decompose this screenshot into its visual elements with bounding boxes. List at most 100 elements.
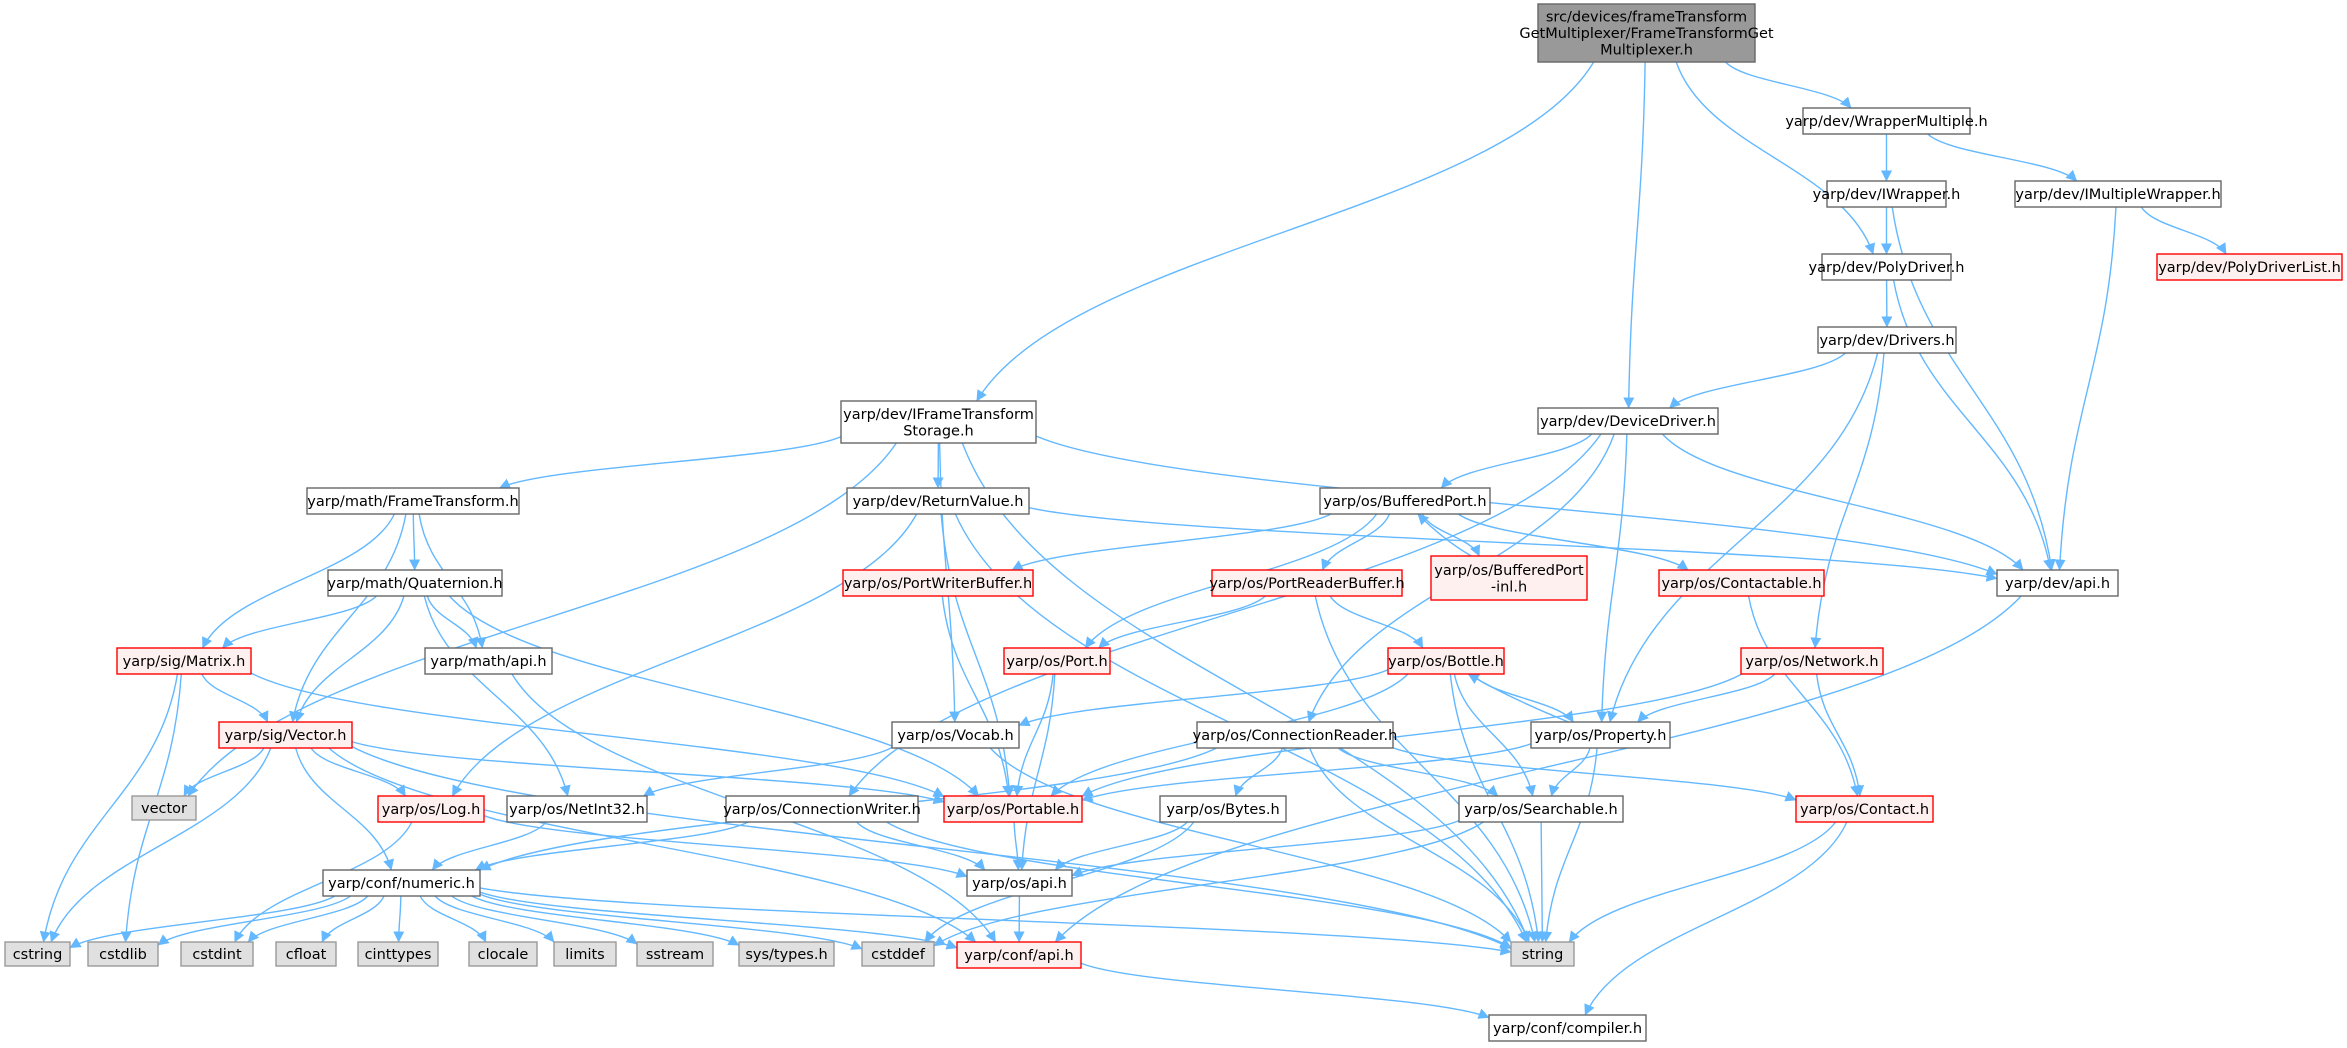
edge-imultiple_wrapper-to-polydriverlist — [2140, 206, 2227, 255]
node-compiler[interactable]: yarp/conf/compiler.h — [1488, 1014, 1647, 1042]
node-property[interactable]: yarp/os/Property.h — [1530, 721, 1671, 749]
node-box — [87, 941, 159, 967]
edge-network-to-contact — [1815, 673, 1865, 797]
node-box — [424, 647, 553, 675]
edge-frametransform-to-quaternion — [409, 513, 421, 571]
node-root[interactable]: src/devices/frameTransformGetMultiplexer… — [1519, 3, 1774, 63]
node-dev-api[interactable]: yarp/dev/api.h — [1996, 569, 2119, 597]
node-label: cfloat — [286, 947, 327, 963]
edge-numeric-to-cstddef — [479, 893, 863, 950]
node-portwriterbuffer[interactable]: yarp/os/PortWriterBuffer.h — [842, 569, 1034, 597]
node-box — [861, 941, 935, 967]
node-label: yarp/conf/compiler.h — [1493, 1021, 1642, 1037]
edge-searchable-to-os_api — [1071, 819, 1460, 877]
node-box — [636, 941, 714, 967]
node-searchable[interactable]: yarp/os/Searchable.h — [1458, 795, 1624, 823]
node-network[interactable]: yarp/os/Network.h — [1740, 647, 1884, 675]
node-polydriverlist[interactable]: yarp/dev/PolyDriverList.h — [2156, 253, 2343, 281]
node-box — [943, 795, 1083, 823]
node-quaternion[interactable]: yarp/math/Quaternion.h — [327, 569, 503, 597]
edge-vector_h-to-cstring — [49, 747, 272, 943]
node-box — [725, 795, 919, 823]
node-math-api[interactable]: yarp/math/api.h — [424, 647, 553, 675]
node-vector-h[interactable]: yarp/sig/Vector.h — [218, 721, 353, 749]
node-port[interactable]: yarp/os/Port.h — [1003, 647, 1111, 675]
edge-polydriver-to-dev_api — [1892, 279, 2055, 571]
node-portable[interactable]: yarp/os/Portable.h — [943, 795, 1083, 823]
node-box — [553, 941, 617, 967]
edge-vector_h-to-vector_std — [183, 747, 265, 797]
node-box — [1211, 569, 1403, 597]
node-iwrapper[interactable]: yarp/dev/IWrapper.h — [1813, 180, 1961, 208]
edge-wrapper_multiple-to-imultiple_wrapper — [1927, 133, 2078, 182]
node-label: yarp/os/Bytes.h — [1166, 802, 1279, 818]
node-bytes[interactable]: yarp/os/Bytes.h — [1159, 795, 1287, 823]
node-label: GetMultiplexer/FrameTransformGet — [1519, 26, 1774, 42]
node-label: yarp/os/Contact.h — [1800, 802, 1929, 818]
node-bottle[interactable]: yarp/os/Bottle.h — [1387, 647, 1505, 675]
node-log[interactable]: yarp/os/Log.h — [377, 795, 485, 823]
node-label: yarp/os/Portable.h — [947, 802, 1079, 818]
edge-connectionwriter-to-numeric — [474, 821, 749, 871]
edge-numeric-to-cstring — [69, 895, 336, 949]
edge-vector_h-to-numeric — [295, 747, 394, 871]
node-wrapper-multiple[interactable]: yarp/dev/WrapperMultiple.h — [1785, 107, 1988, 135]
node-contactable[interactable]: yarp/os/Contactable.h — [1658, 569, 1825, 597]
node-conf-api[interactable]: yarp/conf/api.h — [956, 941, 1082, 969]
edge-frametransform-to-vector_h — [289, 513, 407, 723]
node-devicedriver[interactable]: yarp/dev/DeviceDriver.h — [1537, 407, 1719, 435]
node-box — [1510, 941, 1575, 967]
edge-root-to-devicedriver — [1623, 61, 1646, 409]
node-box — [1387, 647, 1505, 675]
edge-returnvalue-to-portable — [940, 513, 1015, 797]
node-systypes: sys/types.h — [738, 941, 835, 967]
node-label: yarp/dev/IWrapper.h — [1813, 187, 1961, 203]
node-netint32[interactable]: yarp/os/NetInt32.h — [506, 795, 648, 823]
node-returnvalue[interactable]: yarp/dev/ReturnValue.h — [846, 487, 1030, 515]
node-label: yarp/math/Quaternion.h — [327, 576, 502, 592]
node-portreaderbuffer[interactable]: yarp/os/PortReaderBuffer.h — [1209, 569, 1405, 597]
edge-portreaderbuffer-to-bottle — [1329, 595, 1424, 649]
node-connectionreader[interactable]: yarp/os/ConnectionReader.h — [1193, 721, 1398, 749]
node-label: yarp/os/NetInt32.h — [509, 802, 645, 818]
edge-numeric-to-cinttypes — [393, 895, 405, 943]
edge-connectionreader-to-string — [1309, 747, 1531, 943]
edge-iframe_storage-to-dev_api — [1035, 435, 1998, 576]
node-label: clocale — [478, 947, 529, 963]
node-cinttypes: cinttypes — [357, 941, 439, 967]
node-polydriver[interactable]: yarp/dev/PolyDriver.h — [1809, 253, 1965, 281]
node-label: Storage.h — [903, 423, 974, 439]
node-box — [322, 869, 481, 897]
node-label: yarp/os/Searchable.h — [1464, 802, 1617, 818]
node-box — [377, 795, 485, 823]
node-connectionwriter[interactable]: yarp/os/ConnectionWriter.h — [723, 795, 921, 823]
node-vocab[interactable]: yarp/os/Vocab.h — [891, 721, 1020, 749]
node-imultiple-wrapper[interactable]: yarp/dev/IMultipleWrapper.h — [2014, 180, 2222, 208]
node-box — [275, 941, 337, 967]
node-box — [1658, 569, 1825, 597]
node-frametransform[interactable]: yarp/math/FrameTransform.h — [306, 487, 520, 515]
node-matrix[interactable]: yarp/sig/Matrix.h — [116, 647, 252, 675]
node-cstring: cstring — [4, 941, 71, 967]
edge-port-to-os_api — [1016, 673, 1056, 871]
edge-root-to-polydriver — [1675, 61, 1875, 255]
node-label: yarp/dev/PolyDriverList.h — [2158, 260, 2341, 276]
node-numeric[interactable]: yarp/conf/numeric.h — [322, 869, 481, 897]
node-os-api[interactable]: yarp/os/api.h — [966, 869, 1073, 897]
node-drivers[interactable]: yarp/dev/Drivers.h — [1817, 326, 1957, 354]
node-box — [956, 941, 1082, 969]
edge-numeric-to-cstdint — [247, 895, 369, 943]
node-label: yarp/os/api.h — [972, 876, 1067, 892]
node-label: yarp/dev/DeviceDriver.h — [1540, 414, 1716, 430]
edge-drivers-to-devicedriver — [1669, 352, 1846, 409]
node-label: yarp/os/Port.h — [1006, 654, 1107, 670]
edge-vector_h-to-string — [351, 745, 1512, 950]
node-label: cstdlib — [99, 947, 147, 963]
node-label: yarp/os/Vocab.h — [897, 728, 1013, 744]
node-bufferedport[interactable]: yarp/os/BufferedPort.h — [1319, 487, 1491, 515]
node-box — [891, 721, 1020, 749]
edge-network-to-property — [1637, 673, 1776, 723]
node-contact[interactable]: yarp/os/Contact.h — [1795, 795, 1934, 823]
node-bufferedport-inl[interactable]: yarp/os/BufferedPort-inl.h — [1430, 555, 1588, 601]
